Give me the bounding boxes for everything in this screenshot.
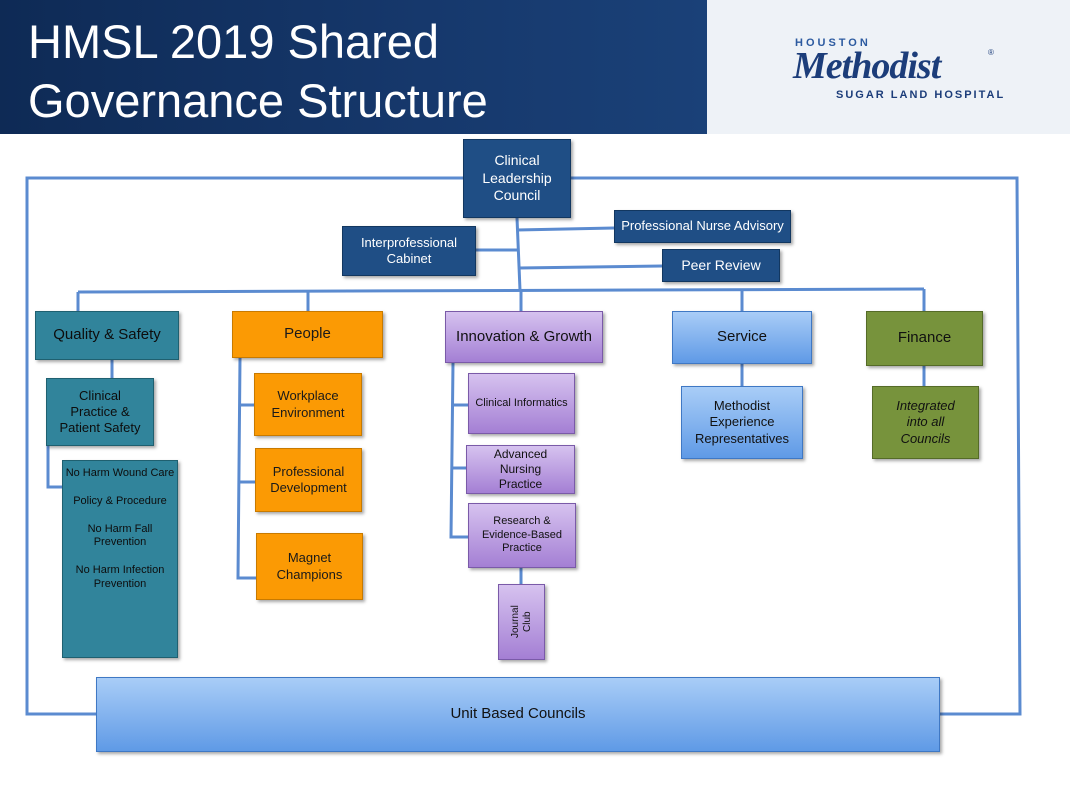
innovation-growth-council: Innovation & Growth [445,311,603,363]
unit-based-councils: Unit Based Councils [96,677,940,752]
clinical-practice-patient-safety: Clinical Practice & Patient Safety [46,378,154,446]
clinical-leadership-council: Clinical Leadership Council [463,139,571,218]
interprofessional-cabinet: Interprofessional Cabinet [342,226,476,276]
clinical-practice-connector [46,446,62,489]
logo-panel [707,0,1070,134]
journal-club-label: Journal Club [509,605,533,639]
no-harm-item: No Harm Infection Prevention [75,564,165,590]
clinical-informatics: Clinical Informatics [468,373,575,434]
logo-wordmark: Methodist [793,45,941,87]
outer-frame-connector [25,176,463,716]
journal-club: Journal Club [498,584,545,660]
peer-review: Peer Review [662,249,780,282]
logo-registered-mark: ® [988,48,994,57]
outer-frame-connector-right [571,176,1022,716]
people-council: People [232,311,383,358]
methodist-experience-representatives: Methodist Experience Representatives [681,386,803,459]
pna-connector [516,226,615,232]
bus-connector [77,287,925,294]
integrated-into-all-councils: Integrated into all Councils [872,386,979,459]
people-spine [236,357,256,580]
page-title-line-2: Governance Structure [28,74,488,127]
research-evidence-based-practice: Research & Evidence-Based Practice [468,503,576,568]
logo-top-text: HOUSTON [795,37,871,49]
peer-review-connector [518,264,663,270]
header-banner: HMSL 2019 Shared Governance Structure [0,0,707,134]
professional-development: Professional Development [255,448,362,512]
no-harm-item: No Harm Wound Care [65,467,175,479]
no-harm-committees: No Harm Wound Care Policy & Procedure No… [62,460,178,658]
advanced-nursing-practice: Advanced Nursing Practice [466,445,575,494]
innovation-spine [449,362,468,539]
service-council: Service [672,311,812,364]
page-title-line-1: HMSL 2019 Shared [28,15,440,68]
no-harm-item: No Harm Fall Prevention [87,522,153,549]
no-harm-item: Policy & Procedure [73,494,167,507]
workplace-environment: Workplace Environment [254,373,362,436]
logo-subtitle: SUGAR LAND HOSPITAL [836,89,1006,101]
finance-council: Finance [866,311,983,366]
professional-nurse-advisory: Professional Nurse Advisory [614,210,791,243]
magnet-champions: Magnet Champions [256,533,363,600]
quality-safety-council: Quality & Safety [35,311,179,360]
